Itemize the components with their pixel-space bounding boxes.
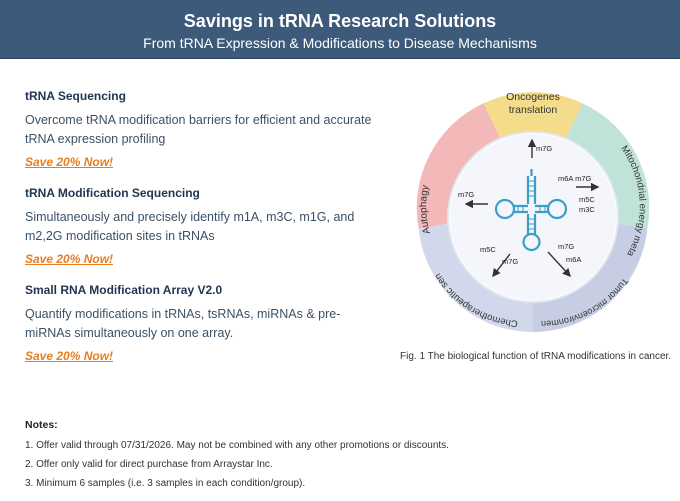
note-item: 1. Offer valid through 07/31/2026. May n… [25,440,449,451]
save-20-link[interactable]: Save 20% Now! [25,252,114,266]
page-subtitle: From tRNA Expression & Modifications to … [143,35,537,51]
trna-function-diagram: Oncogenes translation Mitochondrial ener… [398,84,650,332]
segment-label: translation [509,104,558,116]
header-banner: Savings in tRNA Research Solutions From … [0,0,680,59]
inner-fill [450,134,616,300]
product-title: tRNA Sequencing [25,89,126,103]
note-item: 3. Minimum 6 samples (i.e. 3 samples in … [25,478,306,489]
save-20-link[interactable]: Save 20% Now! [25,155,114,169]
trna-rungs [517,180,546,230]
product-trna-modification-sequencing: tRNA Modification Sequencing Simultaneou… [25,185,380,268]
mod-label: m7G [536,144,552,153]
product-list: tRNA Sequencing Overcome tRNA modificati… [25,88,380,379]
product-title: Small RNA Modification Array V2.0 [25,283,223,297]
product-description: Simultaneously and precisely identify m1… [25,210,355,243]
figure-caption: Fig. 1 The biological function of tRNA m… [400,351,672,362]
arrows [464,138,600,278]
segment-mitochondrial [563,103,650,229]
segment-label: Autophagy [418,184,433,235]
mod-label: m6A [566,255,581,264]
mod-label: m7G [502,257,518,266]
segment-oncogenes [483,92,583,143]
mod-label: m5C [579,195,595,204]
segment-label: Oncogenes [506,91,560,103]
mod-label: m6A m7G [558,174,592,183]
product-trna-sequencing: tRNA Sequencing Overcome tRNA modificati… [25,88,380,171]
mod-label: m7G [558,242,574,251]
mod-label: m5C [480,245,496,254]
save-20-link[interactable]: Save 20% Now! [25,349,114,363]
product-description: Quantify modifications in tRNAs, tsRNAs,… [25,307,341,340]
mod-label: m3C [579,205,595,214]
notes-section: Notes: 1. Offer valid through 07/31/2026… [25,418,665,496]
note-item: 2. Offer only valid for direct purchase … [25,459,273,470]
product-title: tRNA Modification Sequencing [25,186,200,200]
mod-label: m7G [458,190,474,199]
notes-title: Notes: [25,419,58,431]
page-title: Savings in tRNA Research Solutions [183,11,497,31]
segment-autophagy [416,103,503,229]
product-small-rna-array: Small RNA Modification Array V2.0 Quanti… [25,282,380,365]
product-description: Overcome tRNA modification barriers for … [25,113,372,146]
